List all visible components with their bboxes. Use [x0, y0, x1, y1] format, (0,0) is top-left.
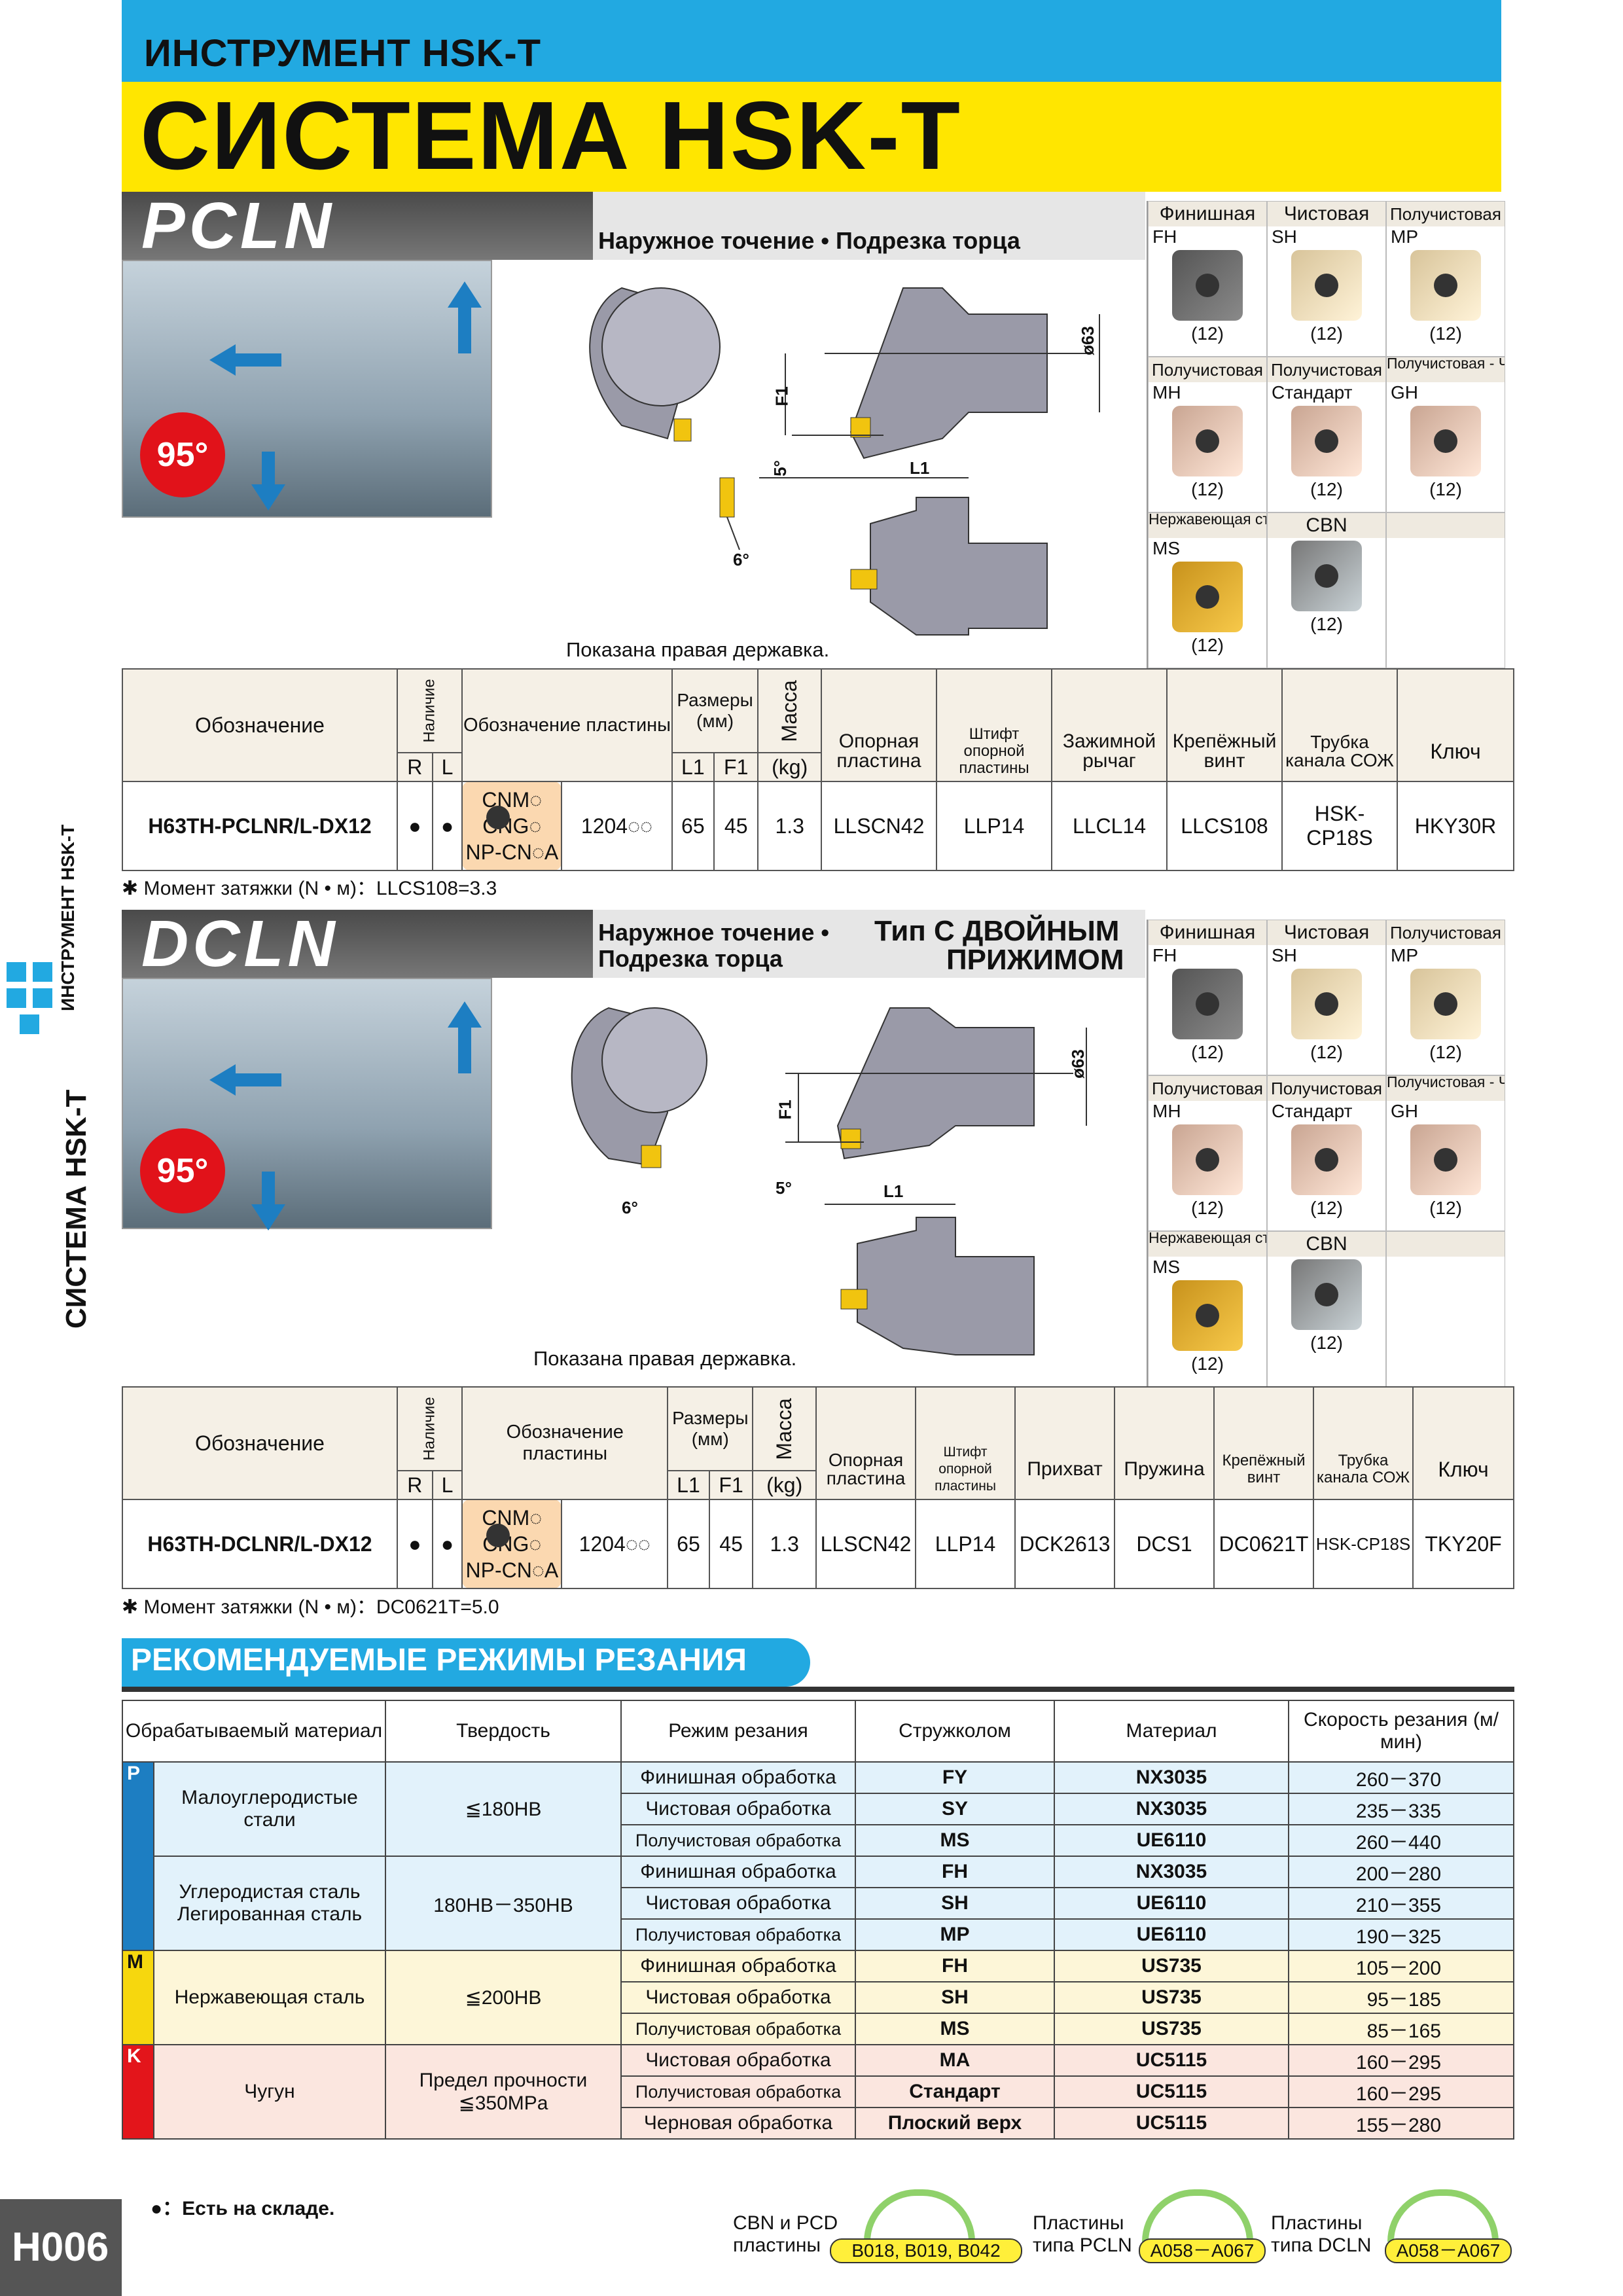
page-number-band	[0, 2199, 122, 2296]
table-row: Черновая обработка Плоский верх UC5115 1…	[122, 2107, 1514, 2140]
pcln-desc: Наружное точение • Подрезка торца	[598, 227, 1020, 254]
table-row: Углеродистая сталь Легированная сталь 18…	[122, 1856, 1514, 1951]
dcln-spec-table: Обозначение Наличие Обозначение пластины…	[122, 1386, 1514, 1589]
dim-d: ø63	[1077, 326, 1097, 355]
table-row: Получистовая обработка MS US735 85－165	[122, 2013, 1514, 2045]
link-cbn-pages[interactable]: B018, B019, B042	[830, 2238, 1022, 2263]
cutting-title: РЕКОМЕНДУЕМЫЕ РЕЖИМЫ РЕЗАНИЯ	[131, 1643, 747, 1677]
insert-card-empty	[1386, 1231, 1505, 1387]
page-title: СИСТЕМА HSK-T	[140, 82, 962, 190]
angle-badge: 95°	[140, 412, 225, 497]
dim-f1: F1	[775, 1100, 795, 1120]
insert-card: Нержавеющая стальMS(12)	[1148, 512, 1267, 668]
dcln-desc-2: Подрезка торца	[598, 945, 783, 972]
header-subtitle: ИНСТРУМЕНТ HSK-T	[144, 32, 542, 75]
side-tab-small: ИНСТРУМЕНТ HSK-T	[58, 824, 78, 1011]
arrow-down-icon	[251, 452, 285, 511]
dcln-code: DCLN	[141, 907, 339, 980]
curved-arrow-icon	[1142, 2189, 1253, 2242]
pcln-spec-table: Обозначение Наличие Обозначение пластины…	[122, 668, 1514, 871]
dcln-torque-note: ✱ Момент затяжки (N • м)：DC0621T=5.0	[122, 1596, 499, 1618]
dcln-caption: Показана правая державка.	[533, 1347, 797, 1370]
dim-l1: L1	[883, 1181, 904, 1201]
table-row: H63TH-PCLNR/L-DX12 ●● CNM◌ CNG◌ NP-CN◌A …	[122, 781, 1514, 871]
header-title-band	[122, 82, 1501, 192]
table-row: Получистовая обработка Стандарт UC5115 1…	[122, 2075, 1514, 2108]
dim-d: ø63	[1067, 1049, 1088, 1079]
link-dcln-pages[interactable]: A058－A067	[1385, 2238, 1512, 2263]
table-row: Получистовая обработка MS UE6110 260－440	[122, 1824, 1514, 1857]
table-row: Чистовая обработка SH US735 95－185	[122, 1981, 1514, 2014]
stock-legend: ●：Есть на складе.	[151, 2198, 335, 2219]
arrow-left-icon	[209, 1064, 281, 1096]
table-row: Чистовая обработка SY NX3035 235－335	[122, 1793, 1514, 1825]
dcln-banner: DCLN Наружное точение • Подрезка торца Т…	[122, 910, 1145, 978]
link-pcln-pages[interactable]: A058－A067	[1139, 2238, 1266, 2263]
insert-card: CBN(12)	[1267, 512, 1386, 668]
arrow-down-icon	[251, 1172, 285, 1230]
dcln-desc-1: Наружное точение •	[598, 919, 829, 946]
link-label-dcln: Пластины типа DCLN	[1271, 2212, 1372, 2256]
cutting-title-band	[122, 1638, 810, 1687]
dcln-type-1: Тип С ДВОЙНЫМ	[874, 915, 1120, 947]
link-label-pcln: Пластины типа PCLN	[1033, 2212, 1132, 2256]
hsk-logo-icon	[0, 936, 90, 1041]
dim-5deg: 5°	[770, 460, 790, 476]
dim-5deg: 5°	[776, 1178, 792, 1198]
cutting-table: Обрабатываемый материал Твердость Режим …	[122, 1700, 1514, 2140]
cutting-rule	[122, 1687, 1514, 1692]
side-tab-big: СИСТЕМА HSK-T	[60, 1089, 92, 1329]
pcln-torque-note: ✱ Момент затяжки (N • м)：LLCS108=3.3	[122, 878, 497, 899]
angle-badge: 95°	[140, 1128, 225, 1213]
pcln-drawing: ø63 F1 L1 5° 6°	[576, 262, 1139, 641]
dim-6deg: 6°	[733, 550, 749, 569]
pcln-caption: Показана правая державка.	[566, 638, 830, 661]
dim-l1: L1	[910, 458, 930, 478]
curved-arrow-icon	[1387, 2189, 1499, 2242]
table-row: K Чугун Предел прочности ≦350MPa Чистова…	[122, 2044, 1514, 2140]
dcln-type-2: ПРИЖИМОМ	[946, 944, 1124, 976]
dim-6deg: 6°	[622, 1198, 638, 1217]
arrow-up-icon	[448, 281, 482, 353]
dcln-drawing: ø63 F1 L1 5° 6°	[550, 982, 1139, 1368]
insert-card: Получистовая - ЧерноваяGH(12)	[1386, 357, 1505, 512]
pcln-code: PCLN	[141, 189, 336, 262]
link-label-cbn: CBN и PCD пластины	[733, 2212, 838, 2256]
table-row: M Нержавеющая сталь ≦200HB Финишная обра…	[122, 1950, 1514, 2045]
dcln-photo	[122, 978, 492, 1229]
dim-f1: F1	[772, 386, 792, 406]
insert-card-empty	[1386, 512, 1505, 668]
arrow-up-icon	[448, 1001, 482, 1073]
pcln-banner: PCLN Наружное точение • Подрезка торца	[122, 192, 1145, 260]
table-row: Чистовая обработка SH UE6110 210－355	[122, 1887, 1514, 1920]
header-band	[122, 0, 1501, 82]
arrow-left-icon	[209, 344, 281, 376]
table-row: P Малоуглеродистые стали ≦180HB Финишная…	[122, 1761, 1514, 1951]
insert-card: Получистовая - ЧерноваяGH(12)	[1386, 1075, 1505, 1231]
page-number: H006	[12, 2225, 109, 2270]
table-row: H63TH-DCLNR/L-DX12 ●● CNM◌ CNG◌ NP-CN◌A …	[122, 1499, 1514, 1589]
insert-card: Нержавеющая стальMS(12)	[1148, 1231, 1267, 1387]
insert-card: CBN(12)	[1267, 1231, 1386, 1387]
curved-arrow-icon	[864, 2189, 975, 2242]
table-row: Получистовая обработка MP UE6110 190－325	[122, 1918, 1514, 1951]
